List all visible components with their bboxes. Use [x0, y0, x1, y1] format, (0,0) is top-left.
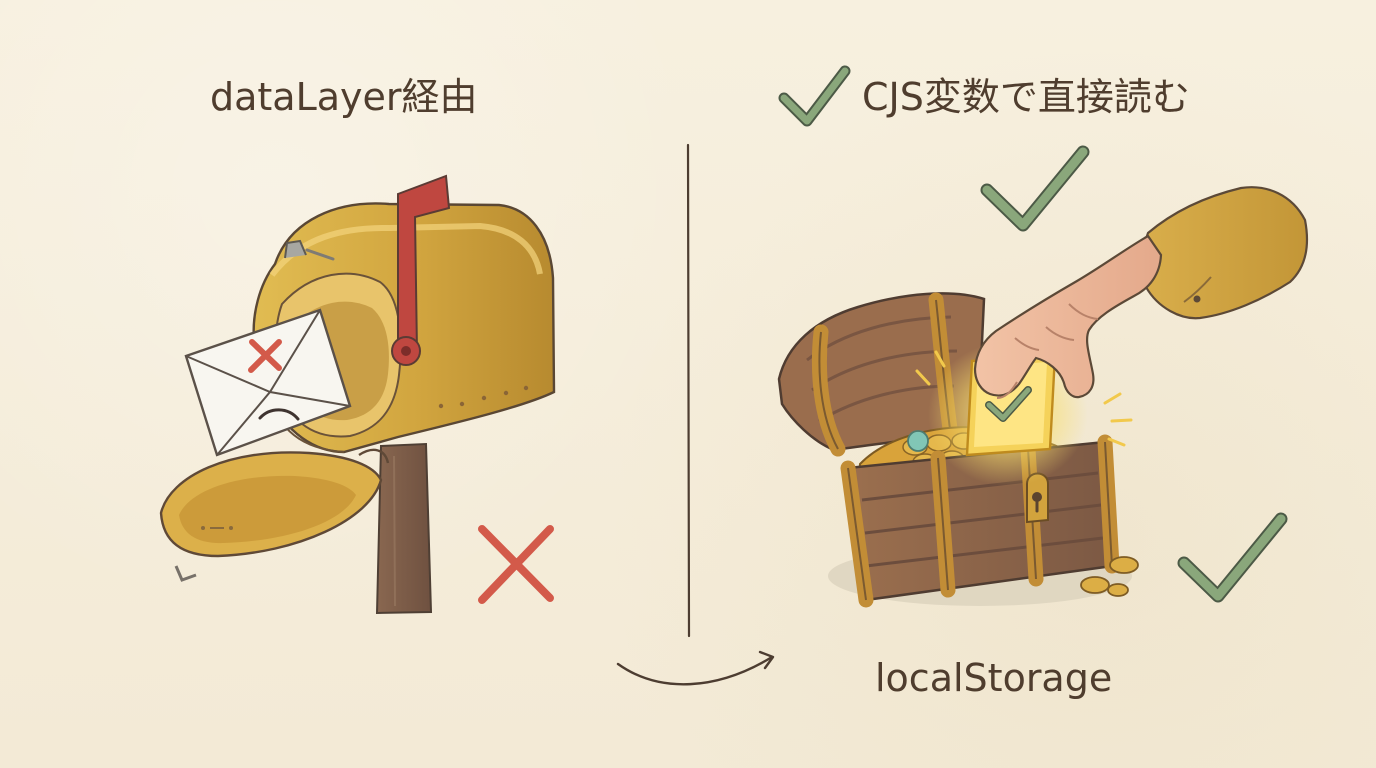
- envelope-cross-icon: [248, 339, 282, 373]
- envelope-icon: [184, 308, 352, 457]
- curved-arrow-head: [758, 650, 775, 670]
- lower-check-icon: [1177, 512, 1288, 603]
- bottom-label: localStorage: [875, 656, 1113, 700]
- hand-icon: [973, 186, 1309, 399]
- mailbox-door: [159, 448, 390, 582]
- loose-coins: [1080, 556, 1139, 597]
- right-title: CJS変数で直接読む: [862, 75, 1190, 119]
- divider-line: [686, 143, 691, 638]
- left-title: dataLayer経由: [210, 75, 478, 119]
- left-cross-icon: [478, 525, 554, 604]
- upper-check-icon: [980, 145, 1090, 232]
- title-check-icon: [778, 65, 851, 127]
- mailbox-post: [375, 442, 433, 615]
- mailbox-flag: [391, 174, 451, 366]
- curved-arrow-icon: [616, 655, 774, 686]
